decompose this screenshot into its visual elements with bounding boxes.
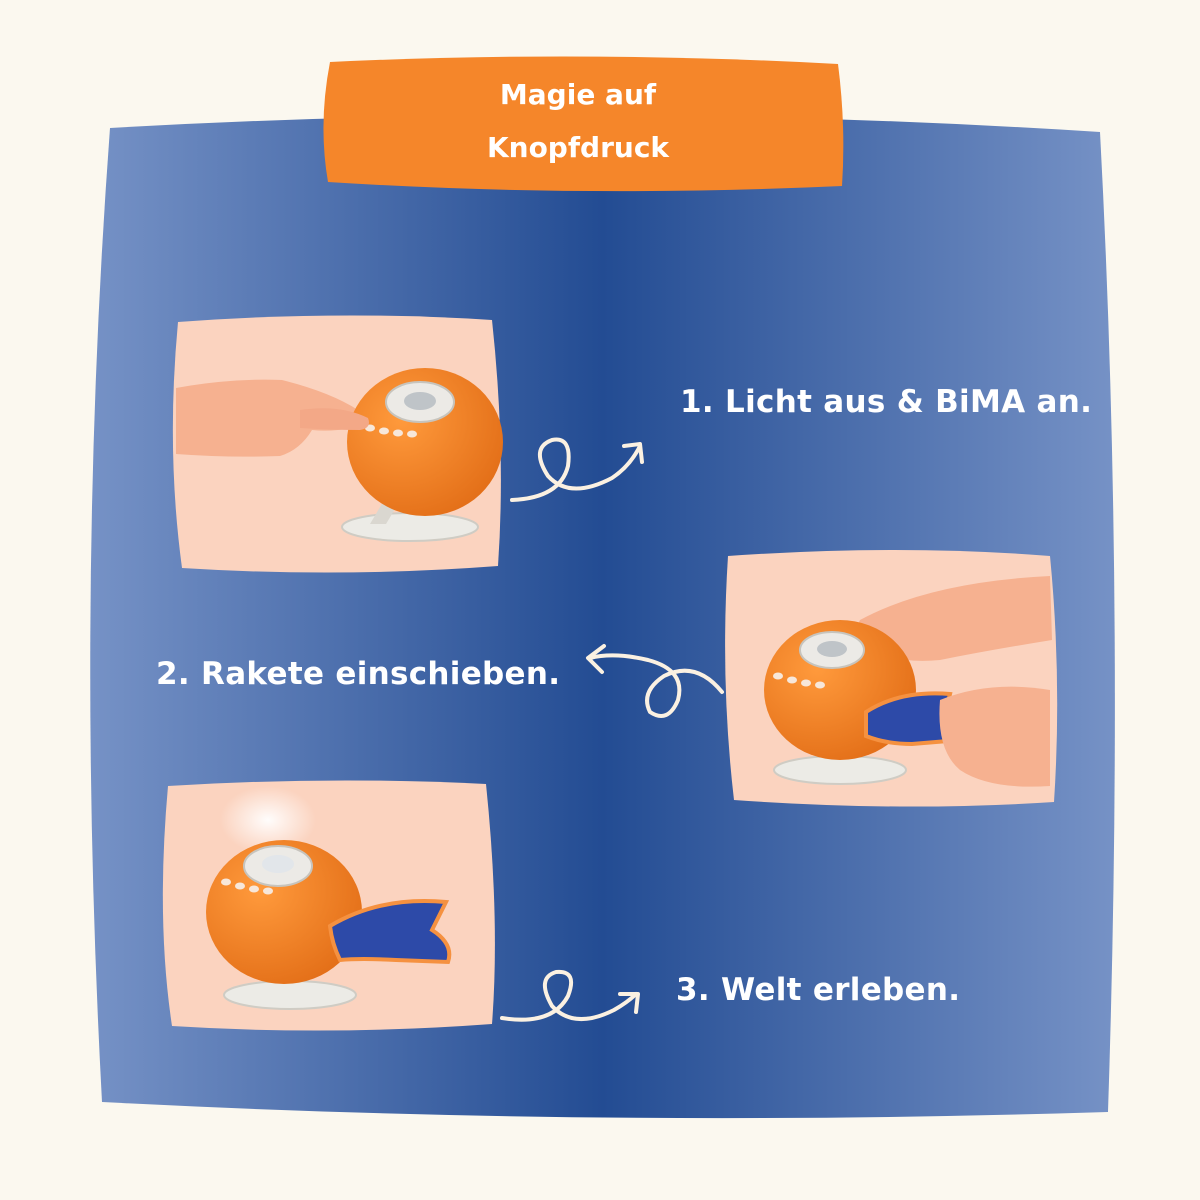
projector-device-3 — [206, 840, 362, 984]
pointing-hand-illustration — [176, 379, 361, 457]
button-row-3 — [221, 878, 273, 895]
stand-base — [341, 512, 479, 542]
hand-top-illustration — [856, 576, 1052, 661]
finger-tip — [300, 408, 369, 430]
step-1-label: 1. Licht aus & BiMA an. — [680, 384, 1093, 420]
lens-2 — [817, 641, 847, 657]
hand-bottom-illustration — [939, 686, 1050, 787]
arrow-to-step-3 — [500, 969, 640, 1022]
lens-3 — [262, 855, 294, 873]
button-row — [365, 424, 417, 438]
banner-title-line-2: Knopfdruck — [487, 131, 670, 164]
stand-base-3 — [223, 980, 357, 1010]
lens — [404, 392, 436, 410]
arrow-to-step-1 — [510, 437, 644, 502]
banner-title-line-1: Magie auf — [500, 78, 657, 111]
title-banner: Magie auf Knopfdruck — [323, 56, 844, 192]
rocket-card-3 — [327, 899, 452, 965]
step-2-photo — [725, 550, 1058, 807]
step-1-photo — [172, 315, 503, 573]
step-2-label: 2. Rakete einschieben. — [156, 656, 561, 692]
stand-base-2 — [773, 755, 907, 785]
banner-shape — [323, 56, 844, 192]
light-glow — [220, 786, 316, 854]
arrow-to-step-2 — [586, 644, 724, 718]
step-3-label: 3. Welt erleben. — [676, 972, 961, 1008]
button-row-2 — [773, 672, 825, 689]
step-3-photo — [162, 780, 495, 1031]
